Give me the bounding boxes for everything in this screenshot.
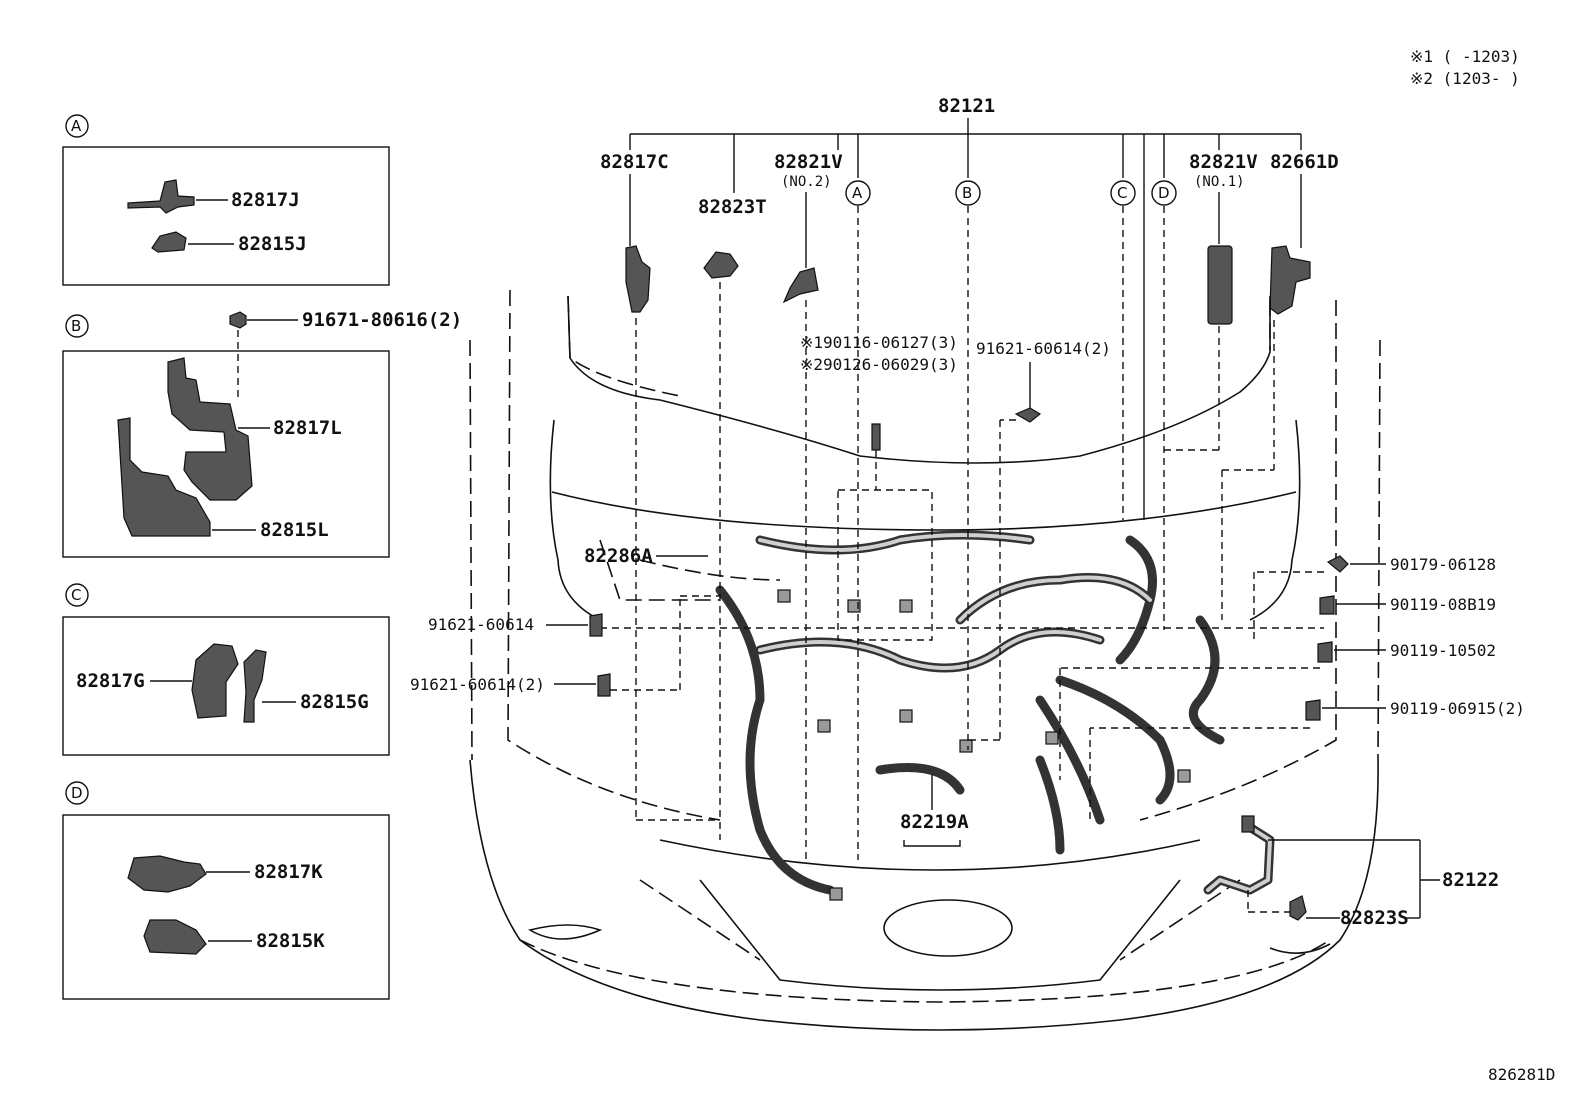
cover-82815g-shape (243, 649, 267, 723)
cover-82815k-shape (143, 919, 207, 955)
part-82823s-shape (1289, 895, 1307, 921)
part-82823t-shape (703, 251, 739, 279)
label-82823t: 82823T (698, 196, 767, 218)
label-91621-60614-top: 91621-60614(2) (976, 339, 1111, 358)
label-82821v-no1: 82821V (1189, 151, 1258, 173)
legend-note-2: ※2 (1203- ) (1410, 69, 1520, 88)
label-82219a: 82219A (900, 811, 969, 833)
part-82821v-no1-shape (1207, 245, 1233, 325)
label-91621-60614-b: 91621-60614(2) (410, 675, 545, 694)
callouts: ※190116-06127(3) ※290126-06029(3) 91621-… (410, 333, 1525, 929)
circle-marker-d (65, 781, 89, 805)
tree-marker-b-letter: B (962, 184, 972, 202)
harness-tree: 82121 82817C 82823T 82821V (NO.2) A B C … (600, 95, 1339, 520)
label-no1: (NO.1) (1194, 174, 1245, 190)
label-82121: 82121 (938, 95, 995, 117)
circle-marker-c (65, 583, 89, 607)
detail-box-c: C 82817G 82815G (62, 583, 390, 756)
tree-marker-d-letter: D (1158, 184, 1170, 202)
part-82661d-shape (1269, 245, 1311, 315)
label-82817k: 82817K (254, 861, 323, 883)
tree-marker-c-letter: C (1117, 184, 1127, 202)
tree-marker-a (845, 180, 871, 206)
part-82821v-no2-shape (782, 267, 819, 304)
tree-marker-b (955, 180, 981, 206)
bracket-82817l-shape (167, 357, 253, 501)
bracket-82817j-shape (127, 179, 195, 214)
part-82817c-shape (625, 245, 651, 313)
circle-marker-a-letter: A (71, 117, 82, 135)
label-90179-06128: 90179-06128 (1390, 555, 1496, 574)
label-82661d: 82661D (1270, 151, 1339, 173)
label-90126-06029: ※290126-06029(3) (800, 355, 958, 374)
detail-box-d: D 82817K 82815K (62, 781, 390, 1000)
bolt-91621-top-shape (1014, 407, 1042, 423)
circle-marker-c-letter: C (71, 586, 81, 604)
vehicle-outline (469, 289, 1381, 1031)
label-82817g: 82817G (76, 670, 145, 692)
circle-marker-b-letter: B (71, 317, 81, 335)
circle-marker-a (65, 114, 89, 138)
label-no2: (NO.2) (781, 174, 832, 190)
label-82817j: 82817J (231, 189, 300, 211)
label-91671-80616: 91671-80616(2) (302, 309, 462, 331)
label-90116-06127: ※190116-06127(3) (800, 333, 958, 352)
label-82823s: 82823S (1340, 907, 1409, 929)
label-90119-06915: 90119-06915(2) (1390, 699, 1525, 718)
label-90119-08b19: 90119-08B19 (1390, 595, 1496, 614)
bolt-90119-b-shape (1317, 641, 1333, 663)
bolt-91621-a-shape (589, 613, 603, 637)
cover-82815j-shape (151, 231, 187, 253)
label-82122: 82122 (1442, 869, 1499, 891)
label-91621-60614-a: 91621-60614 (428, 615, 534, 634)
bolt-90179-shape (1326, 555, 1349, 573)
label-90119-10502: 90119-10502 (1390, 641, 1496, 660)
circle-marker-b (65, 314, 89, 338)
bolt-91671-shape (229, 311, 247, 329)
label-82815j: 82815J (238, 233, 307, 255)
reference-lines (600, 206, 1324, 913)
figure-code: 826281D (1488, 1065, 1555, 1084)
circle-marker-d-letter: D (71, 784, 83, 802)
detail-box-b: B 91671-80616(2) 82817L 82815L (62, 309, 462, 558)
bracket-82817g-shape (191, 643, 239, 719)
label-82821v-no2: 82821V (774, 151, 843, 173)
label-82286a: 82286A (584, 545, 653, 567)
label-82815k: 82815K (256, 930, 325, 952)
bolt-90119-c-shape (1305, 699, 1321, 721)
label-82815l: 82815L (260, 519, 329, 541)
cover-82815l-shape (117, 417, 211, 537)
engine-harness (715, 530, 1307, 921)
bolt-90116-shape (871, 423, 881, 451)
detail-box-a: A 82817J 82815J (62, 114, 390, 286)
label-82815g: 82815G (300, 691, 369, 713)
tree-marker-c (1110, 180, 1136, 206)
legend-note-1: ※1 ( -1203) (1410, 47, 1520, 66)
tree-marker-a-letter: A (852, 184, 863, 202)
bolt-91621-b-shape (597, 673, 611, 697)
tree-marker-d (1151, 180, 1177, 206)
bolt-90119-a-shape (1319, 595, 1335, 615)
bracket-82817k-shape (127, 855, 207, 893)
label-82817l: 82817L (273, 417, 342, 439)
label-82817c: 82817C (600, 151, 669, 173)
